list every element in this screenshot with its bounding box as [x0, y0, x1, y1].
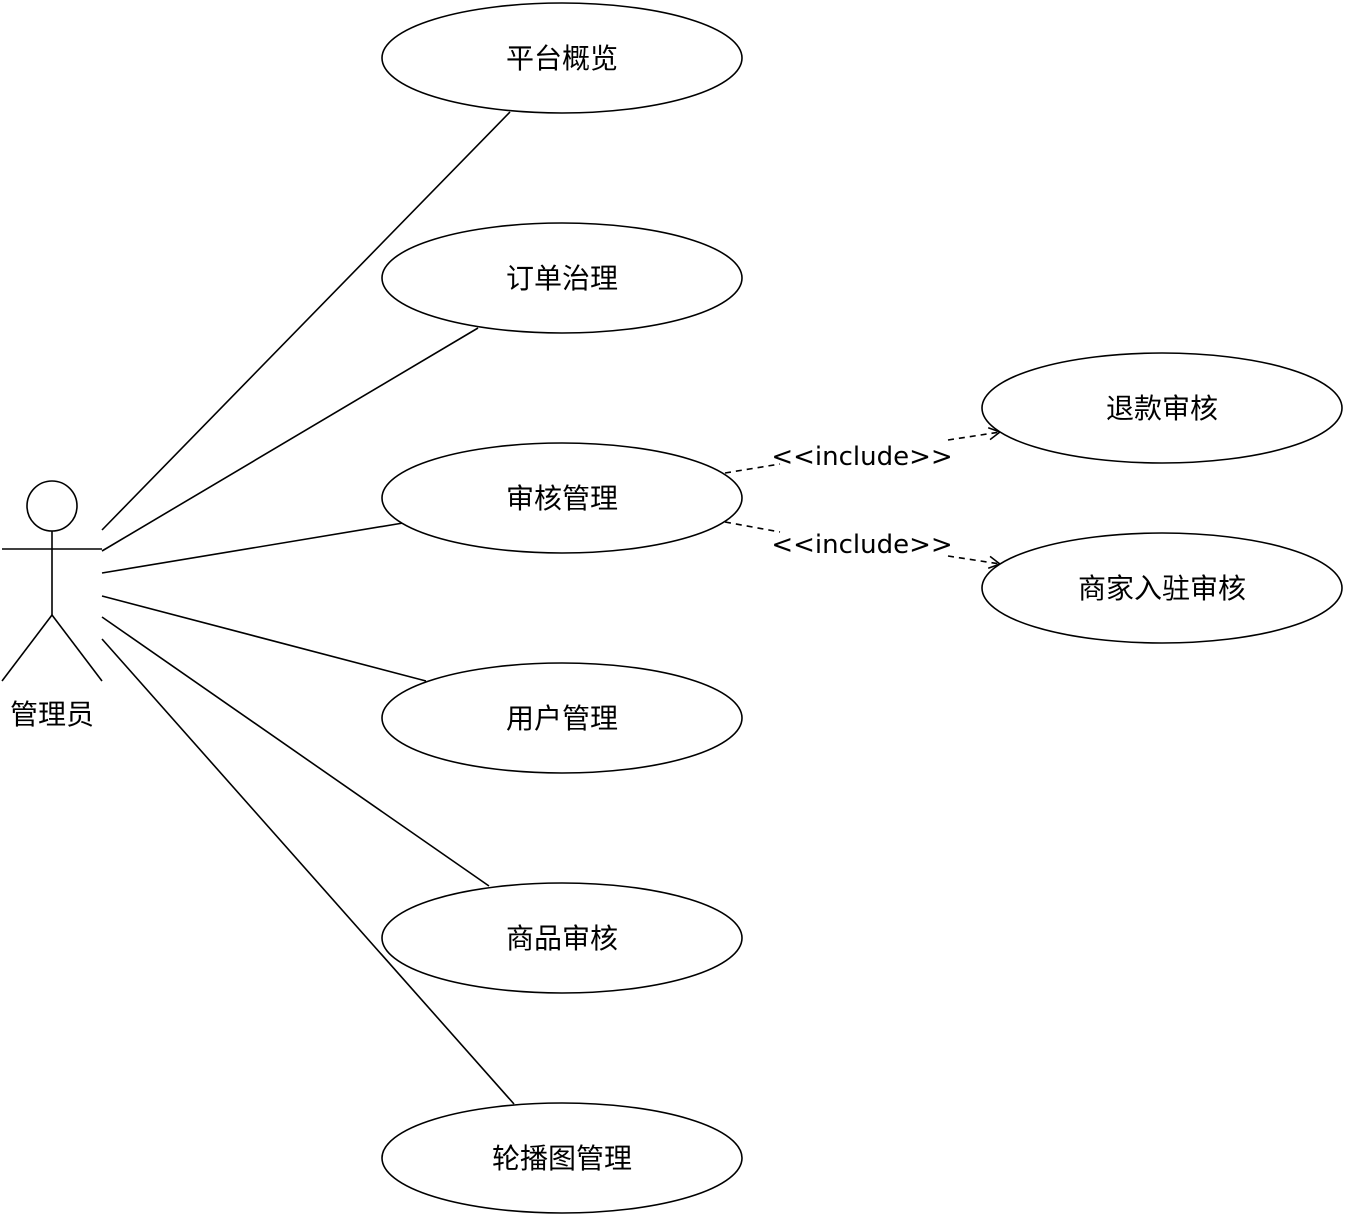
association-users — [101, 595, 427, 682]
association-banner — [101, 638, 515, 1105]
include-arrow-refund — [947, 427, 1002, 441]
use-case-overview — [381, 2, 743, 114]
actor-label: 管理员 — [10, 698, 94, 731]
include-arrow-merchant — [947, 555, 1002, 569]
actor-leg-left — [1, 614, 53, 682]
include-line-merchant-a — [724, 521, 781, 533]
association-review — [101, 522, 404, 574]
use-case-label: 审核管理 — [506, 482, 618, 515]
use-case-users — [381, 662, 743, 774]
use-case-label: 用户管理 — [506, 702, 618, 735]
use-case-goods-review — [381, 882, 743, 994]
use-case-review — [381, 442, 743, 554]
use-case-orders — [381, 222, 743, 334]
include-label-refund: <<include>> — [771, 442, 952, 472]
actor-leg-right — [51, 614, 103, 682]
association-overview — [101, 111, 511, 531]
use-case-refund-review — [981, 352, 1343, 464]
use-case-label: 轮播图管理 — [492, 1142, 632, 1175]
use-case-banner — [381, 1102, 743, 1214]
use-case-merchant-review — [981, 532, 1343, 644]
include-label-merchant: <<include>> — [771, 530, 952, 560]
associations — [101, 111, 515, 1105]
use-case-label: 商家入驻审核 — [1078, 572, 1246, 605]
use-case-label: 商品审核 — [506, 922, 618, 955]
association-orders — [101, 327, 479, 552]
actor-admin — [1, 480, 103, 682]
include-line-refund-a — [724, 463, 781, 474]
use-case-label: 订单治理 — [506, 262, 618, 295]
use-case-label: 退款审核 — [1106, 392, 1218, 425]
use-case-label: 平台概览 — [506, 42, 618, 75]
actor-head — [26, 480, 78, 532]
association-goods-review — [101, 616, 490, 887]
